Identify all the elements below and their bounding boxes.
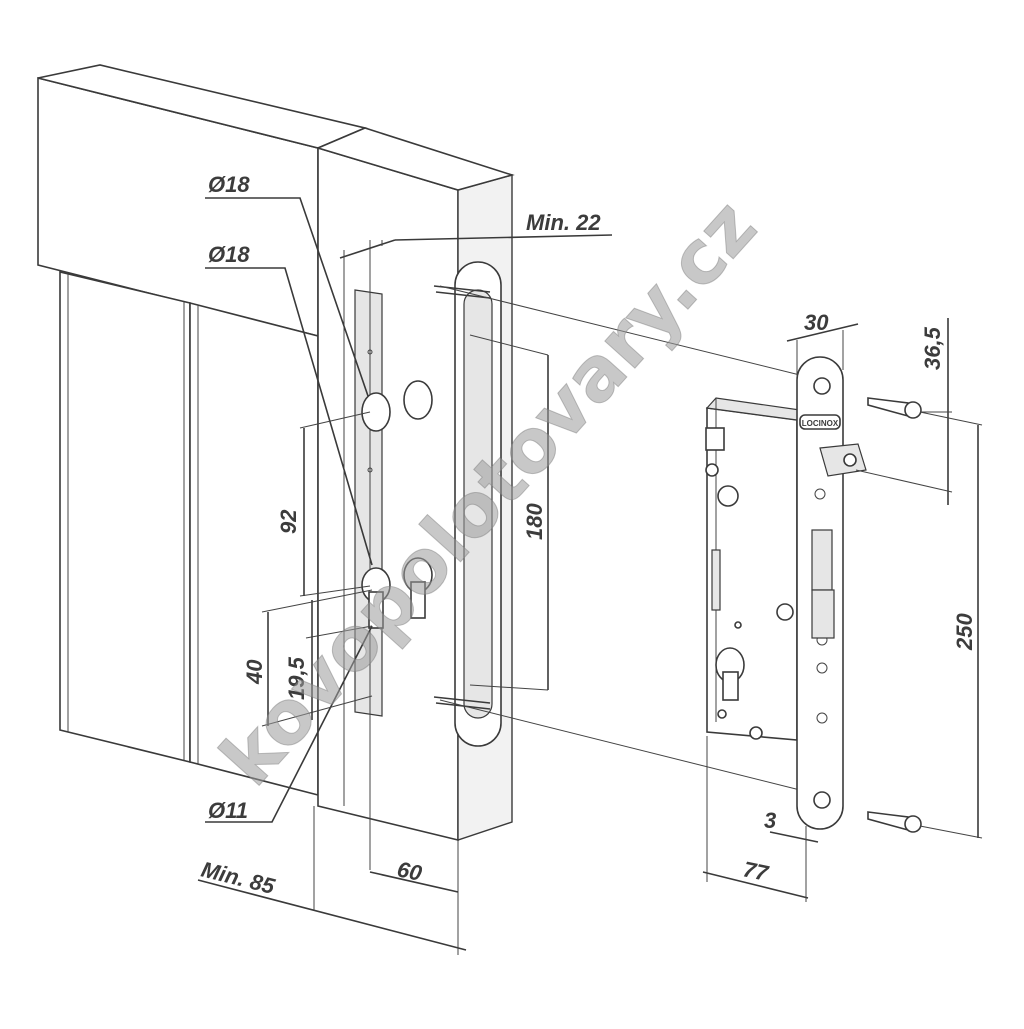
label-19-5: 19,5: [284, 656, 309, 700]
label-36-5: 36,5: [920, 326, 945, 370]
label-77: 77: [741, 856, 772, 886]
label-30: 30: [804, 310, 829, 335]
label-250: 250: [952, 613, 977, 651]
label-92: 92: [276, 509, 301, 534]
label-min22: Min. 22: [526, 210, 601, 235]
label-3: 3: [764, 808, 776, 833]
brand-label: LOCINOX: [802, 419, 839, 428]
label-60: 60: [395, 856, 425, 886]
mortise-lock: LOCINOX: [705, 356, 922, 833]
dimension-lines: [197, 197, 983, 955]
dimension-labels: Ø18 Ø18 Ø11 Min. 22 Min. 85 92 40 19,5 1…: [199, 172, 977, 899]
label-40: 40: [242, 659, 267, 685]
label-min85: Min. 85: [199, 857, 278, 899]
projection-lines: [439, 285, 821, 796]
label-180: 180: [522, 503, 547, 540]
gate-frame: [37, 64, 515, 870]
screw-top-icon: [867, 397, 922, 419]
label-dia11: Ø11: [208, 798, 248, 823]
label-dia18-top: Ø18: [208, 172, 250, 197]
screw-bottom-icon: [867, 811, 922, 833]
label-dia18-mid: Ø18: [208, 242, 250, 267]
